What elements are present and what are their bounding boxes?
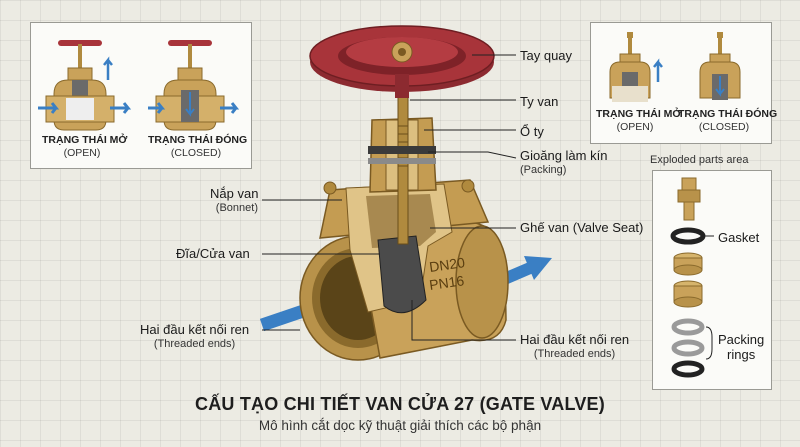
body-marking-pn: PN16 bbox=[428, 272, 465, 293]
body-marking-dn: DN20 bbox=[428, 254, 466, 275]
packing-rings-label: Packing rings bbox=[718, 332, 765, 362]
open-state-label-right: TRẠNG THÁI MỞ(OPEN) bbox=[596, 108, 682, 133]
valve-body bbox=[299, 179, 509, 361]
gate-disc bbox=[377, 235, 427, 314]
diagram-title: CẤU TẠO CHI TIẾT VAN CỬA 27 (GATE VALVE) bbox=[195, 394, 605, 414]
handwheel-label: Tay quay bbox=[520, 48, 573, 63]
exploded-heading: Exploded parts area bbox=[650, 154, 749, 166]
disc-label: Đĩa/Cửa van bbox=[176, 246, 250, 261]
threaded-ends-left-label: Hai đầu kết nối ren (Threaded ends) bbox=[140, 322, 250, 350]
stem-nut-part-icon bbox=[673, 252, 703, 276]
gasket-ring-icon bbox=[670, 227, 706, 245]
valve-seat-label: Ghế van (Valve Seat) bbox=[520, 220, 644, 235]
stem-label: Ty van bbox=[520, 94, 559, 109]
valve-open-diagram bbox=[38, 40, 240, 131]
handwheel bbox=[309, 25, 495, 98]
open-state-label: TRẠNG THÁI MỞ(OPEN) bbox=[42, 134, 128, 159]
closed-state-label: TRẠNG THÁI ĐÓNG(CLOSED) bbox=[148, 134, 248, 159]
packing-label: Gioăng làm kín (Packing) bbox=[520, 148, 608, 176]
gasket-label: Gasket bbox=[718, 230, 760, 245]
gland-nut-part-icon bbox=[673, 280, 703, 308]
bonnet-label: Nắp van (Bonnet) bbox=[210, 186, 259, 214]
exploded-parts-diagram bbox=[670, 177, 714, 378]
closed-state-label-right: TRẠNG THÁI ĐÓNG(CLOSED) bbox=[678, 108, 778, 133]
valve-state-mini-diagram bbox=[609, 32, 741, 102]
stem-part-icon bbox=[677, 177, 701, 221]
threaded-ends-right-label: Hai đầu kết nối ren (Threaded ends) bbox=[520, 332, 630, 360]
stem-nut-label: Ổ ty bbox=[520, 124, 544, 139]
diagram-subtitle: Mô hình cắt dọc kỹ thuật giải thích các … bbox=[258, 418, 542, 433]
